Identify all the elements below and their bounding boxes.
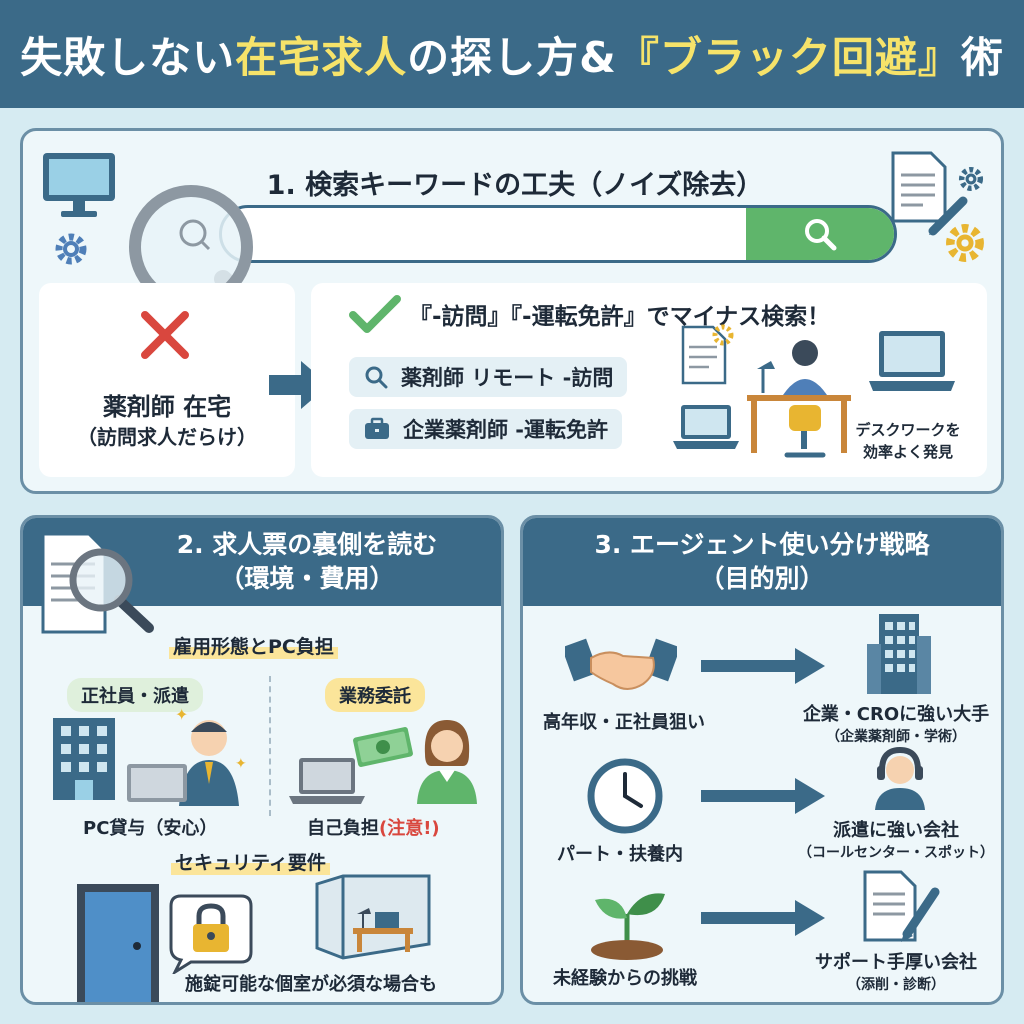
bad-keyword-card: 薬剤師 在宅 （訪問求人だらけ）	[39, 283, 295, 477]
minus-search-tip: 『-訪問』『-運転免許』でマイナス検索！	[409, 304, 831, 330]
check-icon	[349, 295, 401, 333]
headset-operator-icon	[875, 746, 925, 810]
search-bar[interactable]	[219, 205, 897, 263]
tag-employee-dispatch: 正社員・派遣	[67, 678, 203, 712]
svg-text:✦: ✦	[175, 708, 188, 724]
document-icon	[681, 324, 734, 385]
good-keyword-card: 『-訪問』『-運転免許』でマイナス検索！ 薬剤師 リモート -訪問 企業薬剤師 …	[311, 283, 987, 477]
document-icon	[863, 870, 917, 942]
search-icon	[805, 219, 837, 251]
bad-keyword-note: （訪問求人だらけ）	[77, 425, 257, 449]
document-icon	[891, 151, 947, 223]
document-magnifier-icon	[41, 532, 154, 634]
lock-icon	[169, 894, 253, 974]
briefcase-icon	[365, 417, 389, 439]
goal-part-time: パート・扶養内	[557, 844, 683, 865]
section-agent-strategy: 3. エージェント使い分け戦略 （目的別） 高年収・正社員狙い 企業・CROに強…	[520, 515, 1004, 1005]
self-pay-label: 自己負担(注意!)	[307, 818, 440, 839]
search-button[interactable]	[746, 208, 894, 260]
pencil-icon	[928, 196, 968, 236]
laptop-icon	[673, 405, 739, 449]
search-icon	[365, 366, 388, 389]
agent-support: サポート手厚い会社	[815, 952, 977, 973]
page-title: 失敗しない在宅求人の探し方&『ブラック回避』術	[20, 32, 1004, 82]
pc-lend-label: PC貸与（安心）	[83, 818, 218, 839]
sprout-icon	[591, 893, 665, 960]
building-icon	[867, 614, 931, 694]
building-icon	[53, 718, 115, 800]
pencil-icon	[901, 887, 940, 942]
agent-dispatch-sub: （コールセンター・スポット）	[798, 845, 994, 861]
desk-worker-icon	[747, 340, 851, 458]
goal-high-income: 高年収・正社員狙い	[543, 712, 705, 733]
gear-icon	[55, 233, 87, 265]
security-note: 施錠可能な個室が必須な場合も	[185, 974, 437, 995]
security-heading: セキュリティ要件	[171, 848, 330, 875]
bad-keyword: 薬剤師 在宅	[102, 393, 232, 421]
laptop-icon	[869, 331, 955, 391]
handshake-icon	[565, 638, 677, 690]
laptop-icon	[289, 758, 365, 804]
arrow-right-icon	[701, 900, 825, 936]
private-room-icon	[315, 874, 431, 960]
agent-support-sub: （添削・診断）	[847, 977, 945, 993]
businessman-icon: ✦ ✦	[127, 708, 247, 806]
gear-icon	[946, 224, 984, 262]
monitor-icon	[43, 153, 115, 217]
goal-inexperienced: 未経験からの挑戦	[553, 968, 697, 989]
money-icon	[353, 727, 413, 767]
agent-major-sub: （企業薬剤師・学術）	[826, 729, 966, 745]
page-header: 失敗しない在宅求人の探し方&『ブラック回避』術	[0, 0, 1024, 108]
section3-header: 3. エージェント使い分け戦略 （目的別）	[523, 518, 1001, 606]
door-icon	[77, 884, 159, 1002]
desk-work-caption: デスクワークを 効率よく発見	[855, 421, 961, 461]
divider	[269, 676, 271, 816]
keyword-example-2: 企業薬剤師 -運転免許	[349, 409, 623, 449]
tag-outsourcing: 業務委託	[325, 678, 425, 712]
section-keyword-search: 1. 検索キーワードの工夫（ノイズ除去）	[20, 128, 1004, 494]
agent-major: 企業・CROに強い大手	[802, 704, 990, 725]
gear-icon	[958, 166, 984, 192]
arrow-right-icon	[701, 648, 825, 684]
svg-text:✦: ✦	[235, 756, 247, 772]
clock-icon	[587, 758, 663, 834]
section1-title: 1. 検索キーワードの工夫（ノイズ除去）	[266, 170, 764, 201]
employment-pc-heading: 雇用形態とPC負担	[169, 632, 338, 659]
cross-icon	[141, 311, 189, 359]
keyword-example-1: 薬剤師 リモート -訪問	[349, 357, 628, 397]
arrow-right-icon	[701, 778, 825, 814]
woman-icon	[417, 720, 477, 804]
caution-label: (注意!)	[379, 818, 440, 839]
section-job-listing: 2. 求人票の裏側を読む （環境・費用） 雇用形態とPC負担 正社員・派遣 業務…	[20, 515, 504, 1005]
agent-dispatch: 派遣に強い会社	[833, 820, 959, 841]
